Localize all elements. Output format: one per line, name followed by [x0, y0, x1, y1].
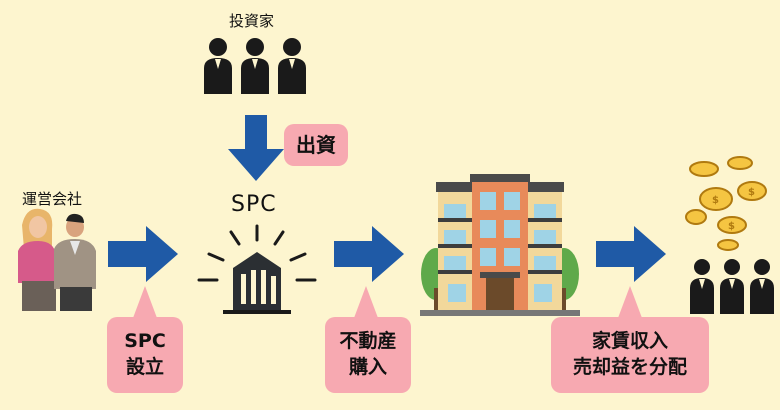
svg-text:$: $: [712, 195, 719, 206]
right-arrow-icon: [108, 226, 178, 282]
svg-text:$: $: [748, 187, 755, 198]
investor-group-icon: [690, 259, 774, 314]
right-arrow-icon: [596, 226, 666, 282]
down-arrow-icon: [228, 115, 284, 181]
operator-people-icon: [18, 208, 96, 311]
svg-text:$: $: [728, 221, 735, 232]
investor-group-icon: [204, 38, 306, 94]
investor-label: 投資家: [229, 12, 275, 30]
purchase-callout: 不動産購入: [325, 317, 411, 393]
spc-label: SPC: [231, 192, 277, 217]
coins-icon: $ $ $: [685, 156, 767, 251]
investment-callout: 出資: [284, 124, 348, 166]
operator-label: 運営会社: [22, 190, 83, 208]
right-arrow-icon: [334, 226, 404, 282]
distribution-callout: 家賃収入売却益を分配: [551, 317, 709, 393]
spc-building-icon: [197, 224, 317, 314]
apartment-building-icon: [420, 174, 580, 316]
